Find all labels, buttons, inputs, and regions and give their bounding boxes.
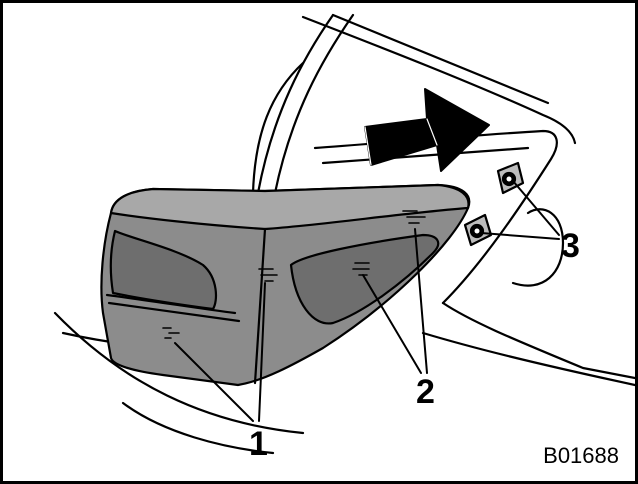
tail-lamp-removal-illustration [53, 13, 635, 455]
clip-marks [162, 210, 426, 339]
figure-code: B01688 [543, 443, 619, 468]
tail-lamp-assembly [100, 183, 471, 387]
mounting-nuts [463, 161, 525, 247]
leader-lines [174, 180, 560, 422]
callout-1-label: 1 [249, 425, 268, 463]
arrow-right-icon [364, 88, 490, 172]
callout-3-label: 3 [561, 227, 580, 265]
callout-2-label: 2 [416, 373, 435, 411]
